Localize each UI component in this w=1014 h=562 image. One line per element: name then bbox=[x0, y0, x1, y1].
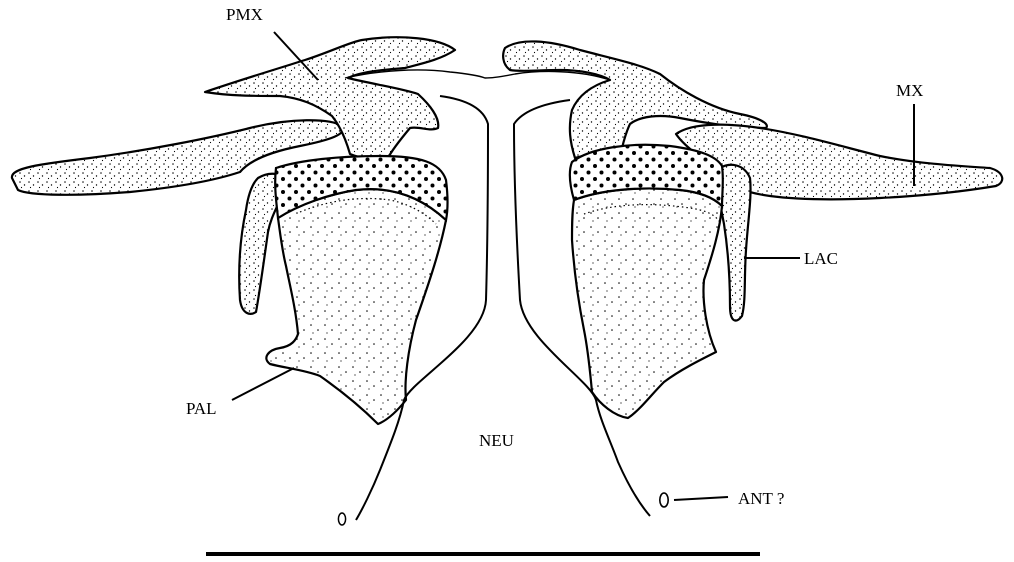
left-palatine bbox=[266, 189, 446, 424]
neu-label: NEU bbox=[479, 431, 514, 450]
pmx-label: PMX bbox=[226, 5, 263, 24]
ant-oval-bone bbox=[660, 493, 668, 507]
pal-leader bbox=[232, 368, 294, 400]
left-small-oval-bone bbox=[338, 513, 345, 525]
right-palatine bbox=[572, 188, 722, 418]
ant-leader bbox=[674, 497, 728, 500]
lac-label: LAC bbox=[804, 249, 838, 268]
ant-label: ANT ? bbox=[738, 489, 784, 508]
pal-label: PAL bbox=[186, 399, 217, 418]
neurocranium-roof bbox=[345, 70, 610, 80]
mx-label: MX bbox=[896, 81, 923, 100]
